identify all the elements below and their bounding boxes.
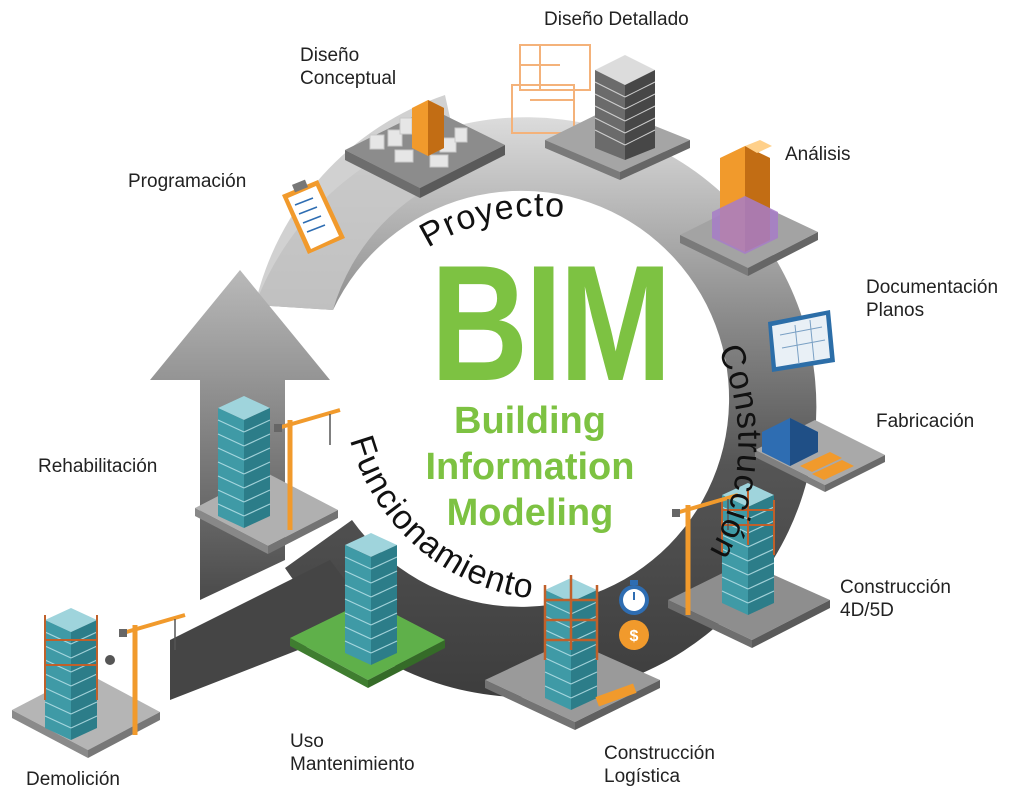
- label-programacion-text: Programación: [128, 171, 247, 192]
- diseno-conceptual-model: [345, 100, 505, 198]
- analisis-model: [680, 140, 818, 276]
- label-programacion: Programación: [128, 170, 246, 193]
- planos-icon: [768, 310, 835, 372]
- bim-subtitle-line3: Modeling: [446, 492, 614, 534]
- stopwatch-icon: [619, 580, 649, 615]
- label-fabricacion-text: Fabricación: [876, 411, 975, 432]
- construccion-logistica-model: [485, 575, 660, 730]
- label-uso-mantenimiento-line2: Mantenimiento: [290, 754, 415, 775]
- label-documentacion-line1: Documentación: [866, 277, 999, 298]
- label-demolicion: Demolición: [26, 768, 120, 791]
- label-documentacion-line2: Planos: [866, 300, 925, 321]
- label-demolicion-text: Demolición: [26, 769, 120, 790]
- label-analisis: Análisis: [785, 143, 850, 166]
- label-construccion-logistica-line1: Construcción: [604, 743, 715, 764]
- label-rehabilitacion-text: Rehabilitación: [38, 456, 158, 477]
- label-analisis-text: Análisis: [785, 144, 851, 165]
- clipboard-icon: [282, 179, 345, 254]
- label-diseno-detallado-text: Diseño Detallado: [544, 9, 689, 30]
- bim-title: BIM: [430, 231, 672, 415]
- label-diseno-conceptual: Diseño Conceptual: [300, 44, 396, 90]
- label-construccion-4d5d: Construcción 4D/5D: [840, 576, 951, 622]
- label-documentacion: Documentación Planos: [866, 276, 998, 322]
- bim-subtitle-line2: Information: [425, 446, 635, 488]
- label-uso-mantenimiento: Uso Mantenimiento: [290, 730, 415, 776]
- svg-text:$: $: [630, 628, 639, 645]
- label-diseno-detallado: Diseño Detallado: [544, 8, 689, 31]
- label-construccion-4d5d-line2: 4D/5D: [840, 600, 894, 621]
- label-uso-mantenimiento-line1: Uso: [290, 731, 324, 752]
- construccion-4d-model: [668, 482, 830, 648]
- coin-icon: $: [619, 620, 649, 650]
- label-construccion-logistica-line2: Logística: [604, 766, 681, 787]
- rehabilitacion-model: [195, 395, 340, 554]
- label-fabricacion: Fabricación: [876, 410, 974, 433]
- label-diseno-conceptual-line1: Diseño: [300, 45, 360, 66]
- label-diseno-conceptual-line2: Conceptual: [300, 68, 397, 89]
- uso-mantenimiento-model: [290, 532, 445, 688]
- bim-subtitle-line1: Building: [454, 400, 606, 442]
- demolicion-model: [12, 607, 185, 758]
- fabricacion-model: [755, 418, 885, 492]
- label-construccion-4d5d-line1: Construcción: [840, 577, 951, 598]
- diseno-detallado-model: [511, 44, 690, 180]
- label-rehabilitacion: Rehabilitación: [38, 455, 157, 478]
- label-construccion-logistica: Construcción Logística: [604, 742, 715, 788]
